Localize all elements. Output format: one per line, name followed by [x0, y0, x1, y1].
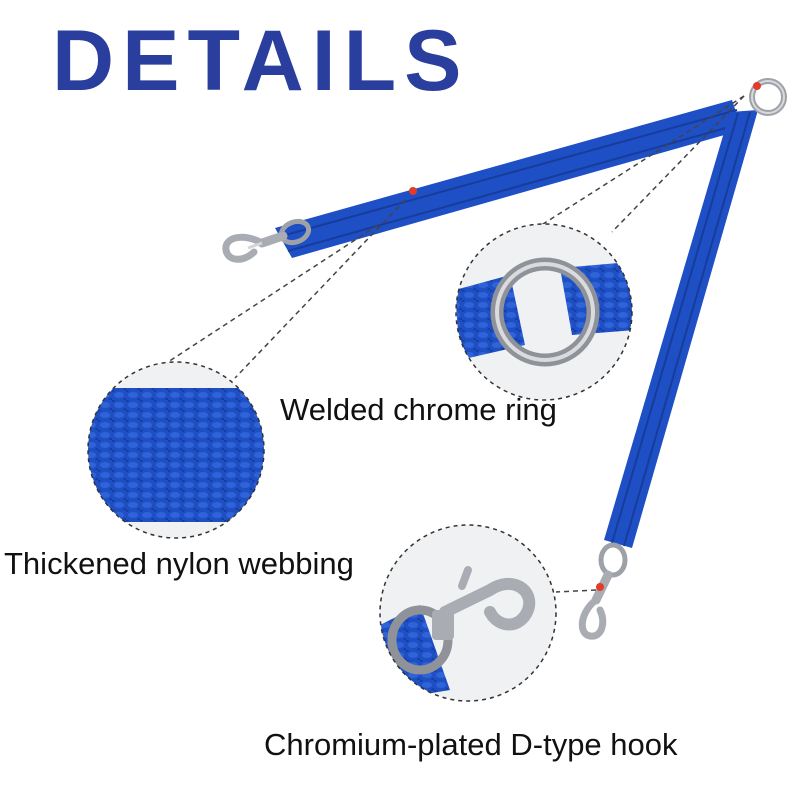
- leash-strap-right: [604, 110, 758, 548]
- hook-caption: Chromium-plated D-type hook: [264, 727, 678, 762]
- left-snap-hook: [222, 218, 312, 263]
- leash-strap-left: [275, 100, 742, 258]
- webbing-detail-icon: [87, 361, 265, 539]
- ring-detail-icon: [455, 223, 633, 401]
- bottom-snap-hook: [578, 542, 628, 640]
- top-d-ring: [749, 78, 787, 116]
- leader-lines: [167, 95, 745, 593]
- page-title: DETAILS: [52, 13, 470, 109]
- ring-caption: Welded chrome ring: [280, 392, 557, 427]
- webbing-caption: Thickened nylon webbing: [4, 546, 354, 581]
- marker-ring: [753, 82, 761, 90]
- marker-hook: [596, 583, 604, 591]
- marker-webbing: [409, 187, 417, 195]
- hook-detail-icon: [379, 524, 557, 702]
